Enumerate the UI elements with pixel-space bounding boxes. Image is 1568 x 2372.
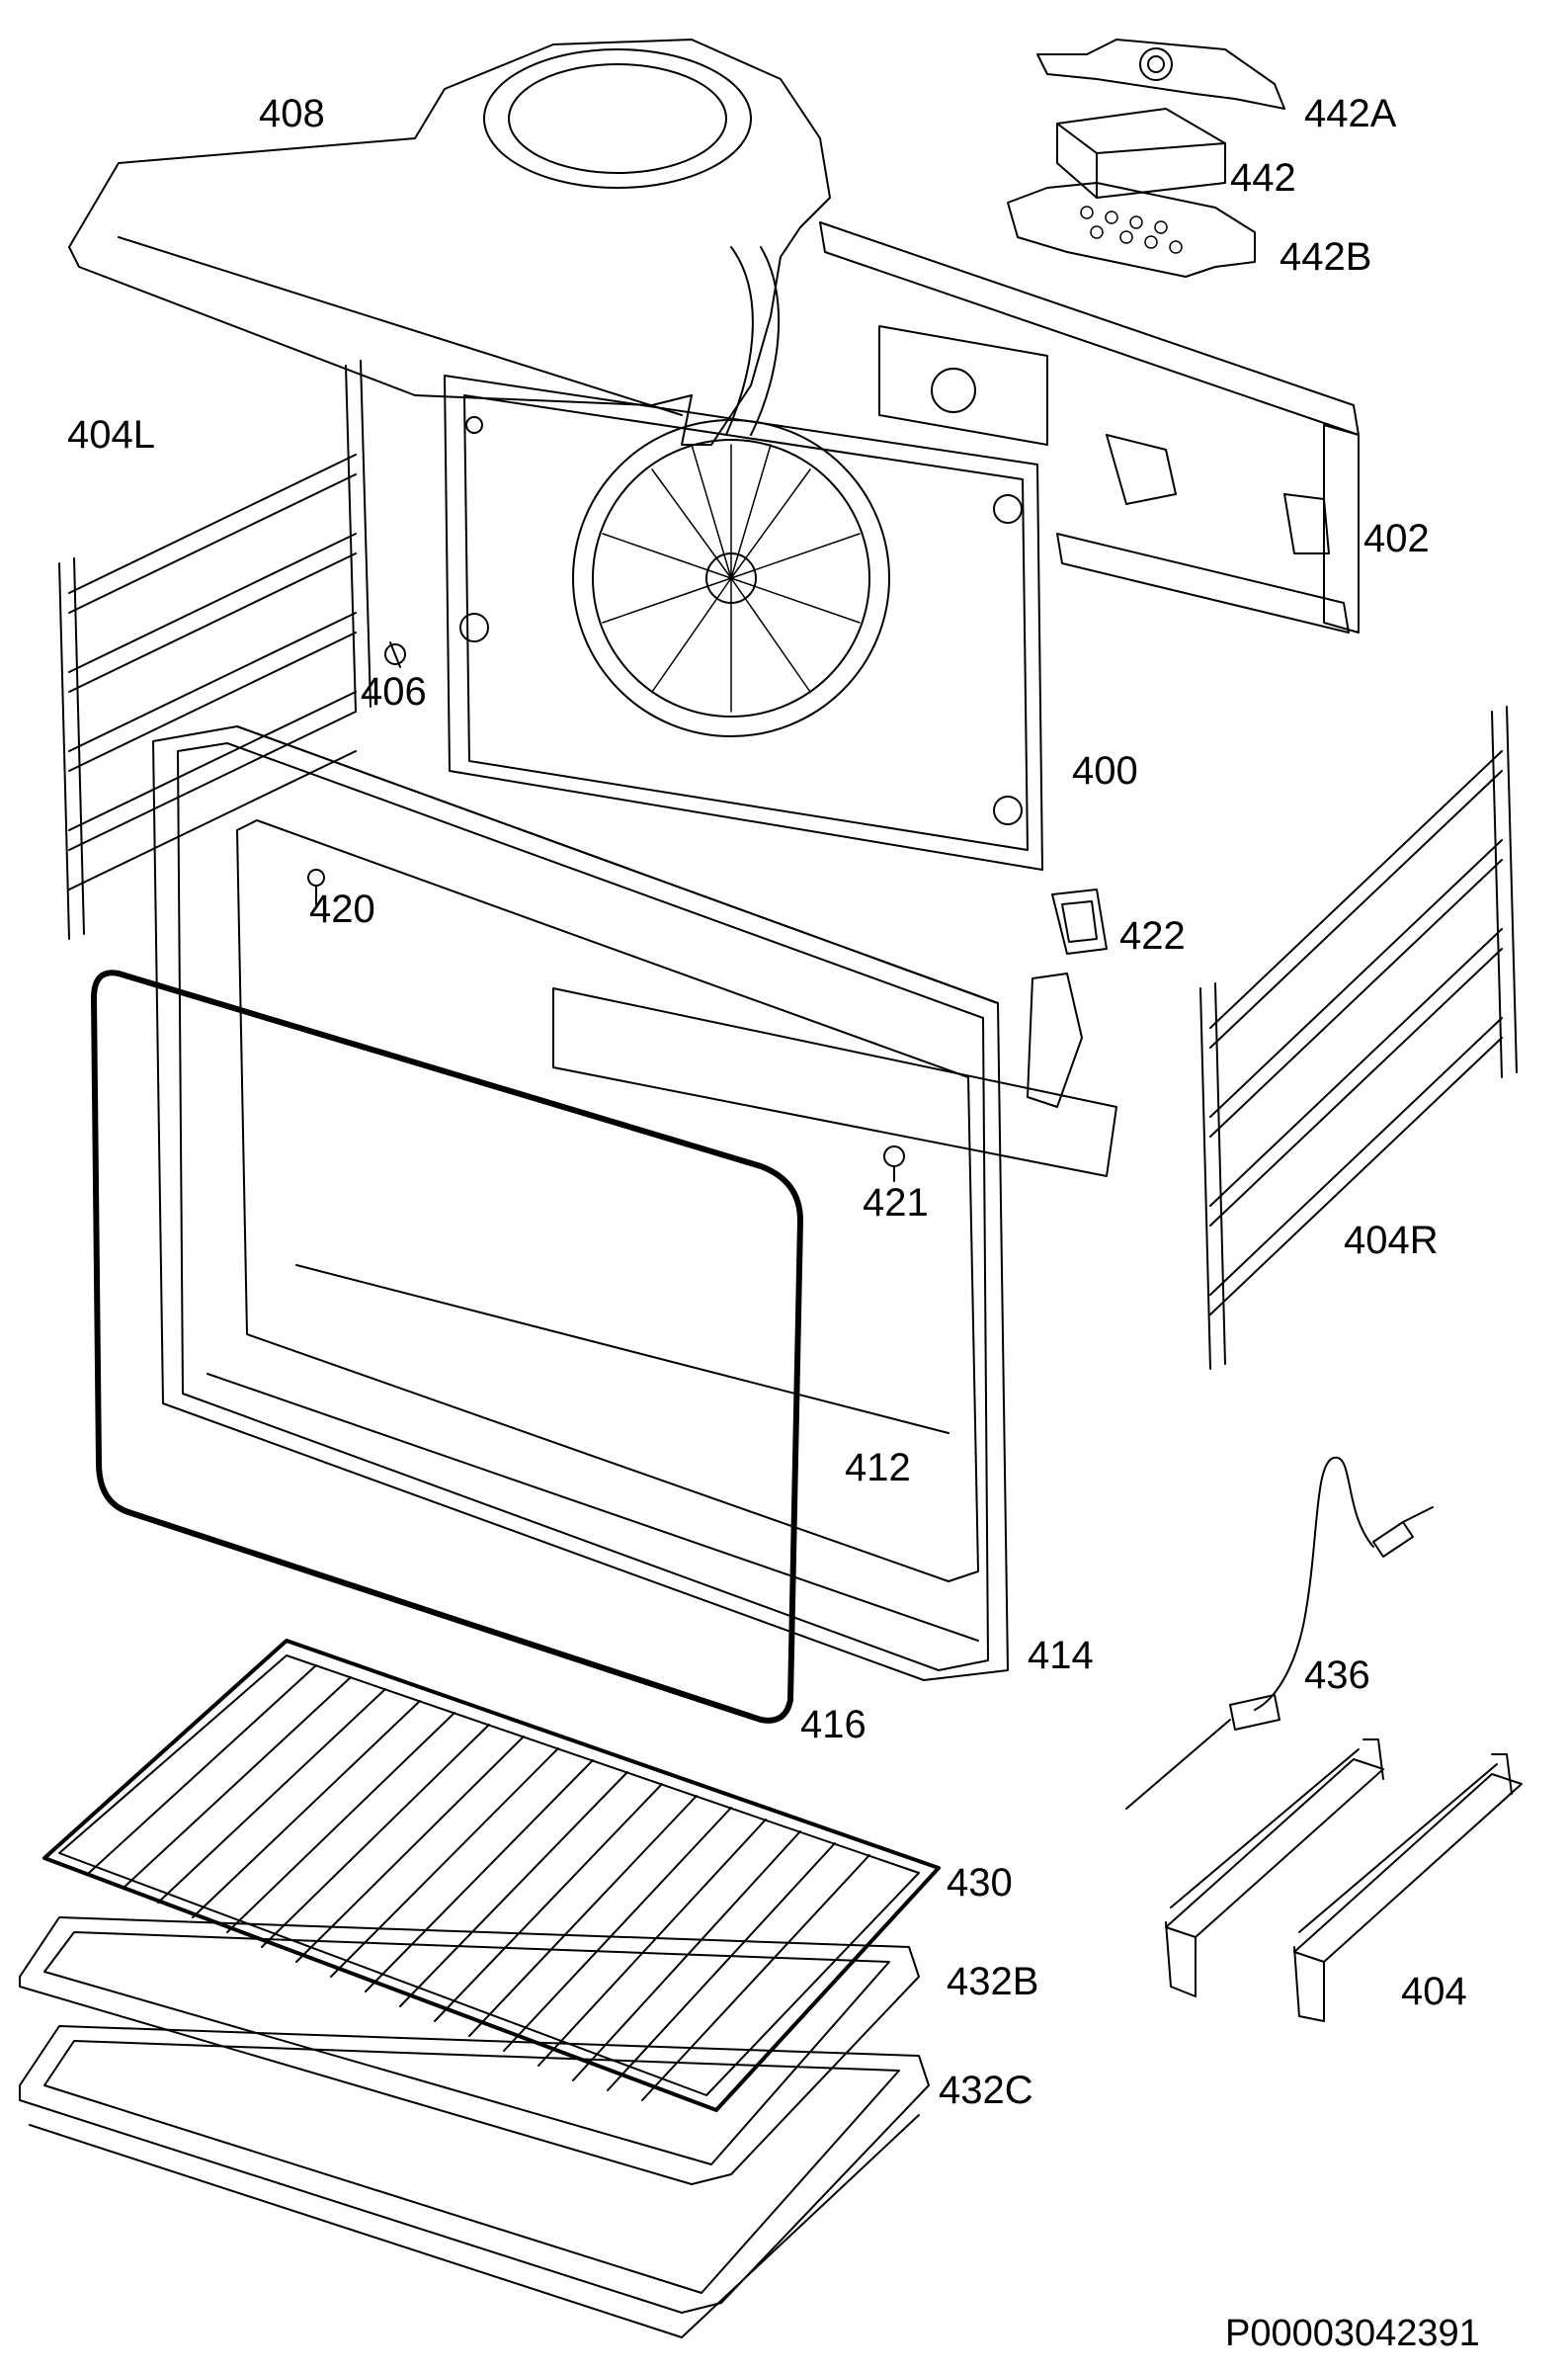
label-412: 412 [845, 1446, 911, 1489]
part-432C-deep-tray [20, 2026, 929, 2337]
part-414-oven-frame [153, 726, 1116, 1680]
label-404R: 404R [1344, 1219, 1439, 1262]
label-442B: 442B [1279, 235, 1372, 279]
label-406: 406 [361, 670, 427, 714]
label-430: 430 [947, 1861, 1013, 1905]
label-432C: 432C [939, 2069, 1033, 2112]
label-404L: 404L [67, 413, 155, 457]
label-422: 422 [1119, 914, 1186, 958]
label-421: 421 [863, 1181, 929, 1225]
label-408: 408 [259, 92, 325, 135]
label-442A: 442A [1304, 92, 1397, 135]
label-414: 414 [1028, 1634, 1094, 1677]
part-400-back-panel [445, 376, 1042, 870]
label-432B: 432B [947, 1960, 1039, 2003]
part-430-wire-shelf [44, 1641, 939, 2110]
part-436-meat-probe [1126, 1458, 1433, 1809]
part-422-switch [1052, 890, 1107, 954]
part-404-telescopic-runners [1166, 1739, 1522, 2021]
part-404R-right-rack [1200, 707, 1517, 1369]
label-420: 420 [309, 888, 375, 931]
part-442-lamp-assembly [1008, 40, 1284, 277]
label-442: 442 [1230, 156, 1296, 200]
part-416-door-seal [94, 973, 800, 1721]
label-404: 404 [1401, 1970, 1467, 2013]
part-432B-baking-tray [20, 1917, 919, 2184]
part-408-fan-cover [69, 40, 830, 445]
document-code: P00003042391 [1225, 2313, 1480, 2354]
label-436: 436 [1304, 1653, 1370, 1697]
part-402-rear-rail [820, 222, 1359, 633]
part-404L-left-rack [59, 361, 371, 939]
part-fasteners [308, 642, 904, 1181]
label-416: 416 [800, 1703, 867, 1746]
label-400: 400 [1072, 749, 1138, 793]
label-402: 402 [1363, 517, 1430, 560]
